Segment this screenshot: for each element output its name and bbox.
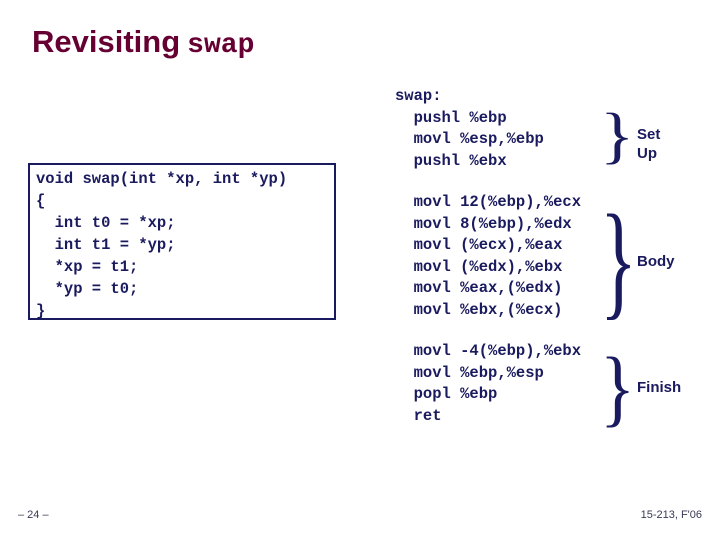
section-label-body: Body [637,253,675,270]
page-title-text: Revisiting [32,24,181,59]
curly-brace-icon-finish: } [600,339,636,435]
section-label-setup: Set Up [637,126,661,162]
assembly-code-column: swap: pushl %ebp movl %esp,%ebp pushl %e… [395,86,625,427]
assembly-block-setup: swap: pushl %ebp movl %esp,%ebp pushl %e… [395,87,544,170]
assembly-block-finish: movl -4(%ebp),%ebx movl %ebp,%esp popl %… [413,342,582,425]
page-title-code-term: swap [187,30,255,61]
assembly-block-body: movl 12(%ebp),%ecx movl 8(%ebp),%edx mov… [413,193,582,319]
curly-brace-icon-setup: } [600,102,635,170]
c-source-code-text: void swap(int *xp, int *yp) { int t0 = *… [36,170,288,320]
curly-brace-icon-body: } [600,189,637,331]
footer-course-label: 15-213, F'06 [640,509,702,521]
c-source-code-box: void swap(int *xp, int *yp) { int t0 = *… [28,163,336,320]
footer-page-number: – 24 – [18,509,49,521]
section-label-finish: Finish [637,379,682,396]
